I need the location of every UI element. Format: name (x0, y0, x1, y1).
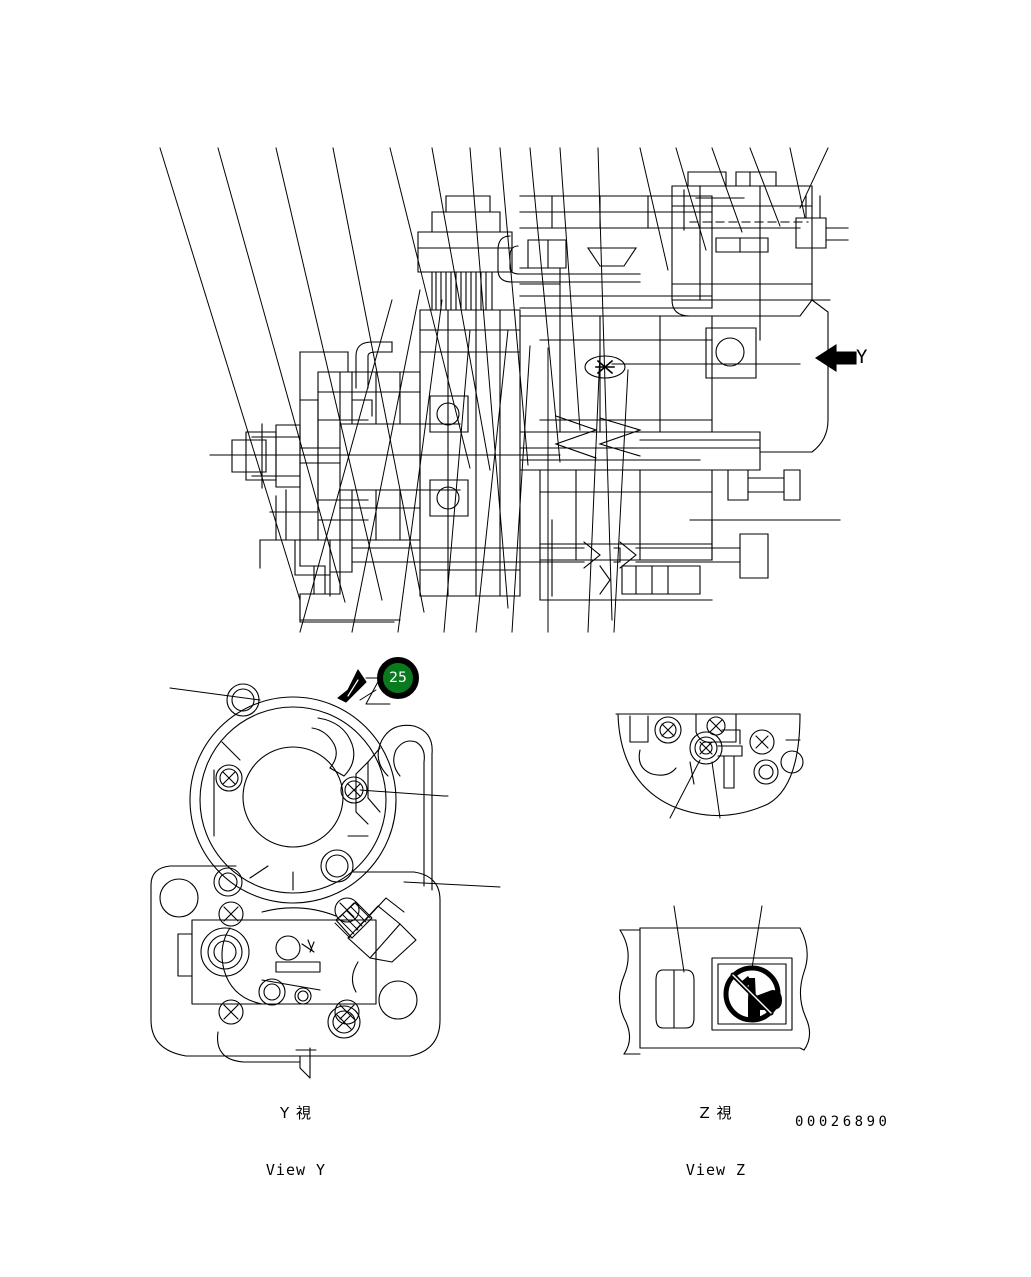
drawing-number: 00026890 (795, 1114, 891, 1130)
part-balloon-25[interactable]: 25 (377, 657, 419, 699)
view-z-label: Z 視 View Z (656, 1066, 776, 1218)
through-bolts-lower (294, 469, 801, 623)
view-y-callout-arrow (337, 669, 367, 703)
housing-screws (218, 897, 360, 1025)
battery-cable-lead (334, 724, 433, 993)
view-y-label: Y 視 View Y (236, 1066, 356, 1218)
view-z-leaders (673, 905, 763, 973)
part-balloon-25-number: 25 (389, 670, 407, 686)
starter-body-panel (618, 927, 811, 1055)
section-arrow-y-label: Y (856, 346, 868, 368)
view-y-leaders (169, 687, 501, 888)
view-z-label-cjk: Z 視 (699, 1104, 733, 1122)
motor-yoke-body (519, 195, 761, 561)
motor-end-cover (189, 683, 397, 904)
view-z-label-en: View Z (685, 1161, 747, 1179)
drive-housing-face (150, 865, 441, 1079)
starter-rear-detail (615, 713, 804, 817)
cover-screw-heads (215, 764, 368, 804)
view-y-label-cjk: Y 視 (280, 1104, 312, 1122)
section-arrow-y (814, 343, 857, 373)
cross-screw-symbol (584, 355, 626, 379)
view-y-label-en: View Y (265, 1161, 327, 1179)
detail-leaders (669, 759, 721, 819)
magnetic-solenoid-switch (671, 171, 849, 453)
no-hammering-icon (723, 965, 782, 1023)
